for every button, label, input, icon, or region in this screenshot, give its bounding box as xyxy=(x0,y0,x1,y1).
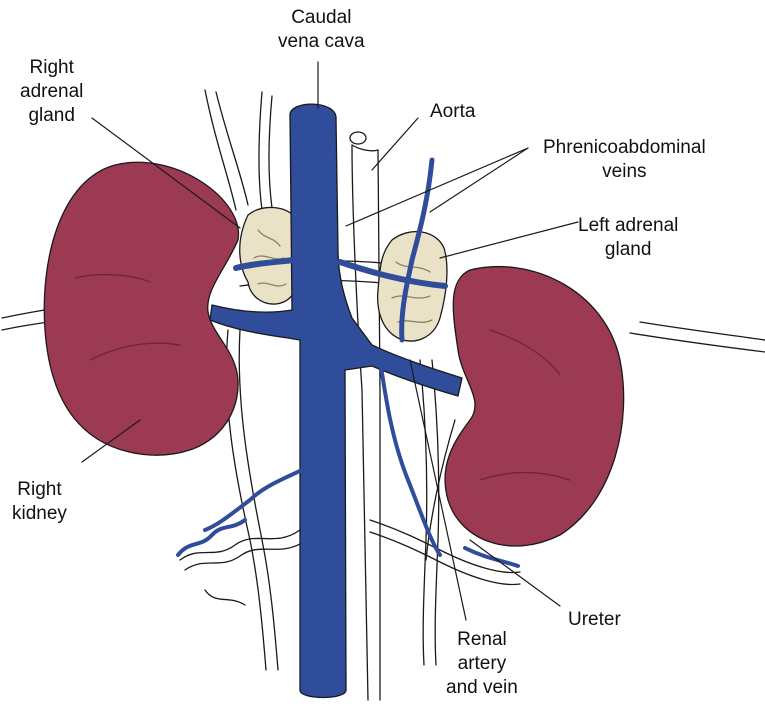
label-aorta: Aorta xyxy=(430,100,475,124)
right-gonadal-vein xyxy=(205,470,302,530)
right-kidney xyxy=(44,162,238,455)
label-caudal-vena-cava: Caudal vena cava xyxy=(278,6,365,54)
aorta-vessel xyxy=(350,132,380,700)
label-right-kidney: Right kidney xyxy=(12,478,67,526)
label-phrenicoabdominal-veins: Phrenicoabdominal veins xyxy=(543,136,706,184)
left-kidney xyxy=(445,267,624,546)
label-right-adrenal-gland: Right adrenal gland xyxy=(20,56,83,128)
label-renal-artery-and-vein: Renal artery and vein xyxy=(446,628,518,700)
renal-arteries xyxy=(180,520,520,605)
label-ureter: Ureter xyxy=(568,608,621,632)
left-renal-tributary xyxy=(465,548,518,566)
label-left-adrenal-gland: Left adrenal gland xyxy=(578,214,678,262)
